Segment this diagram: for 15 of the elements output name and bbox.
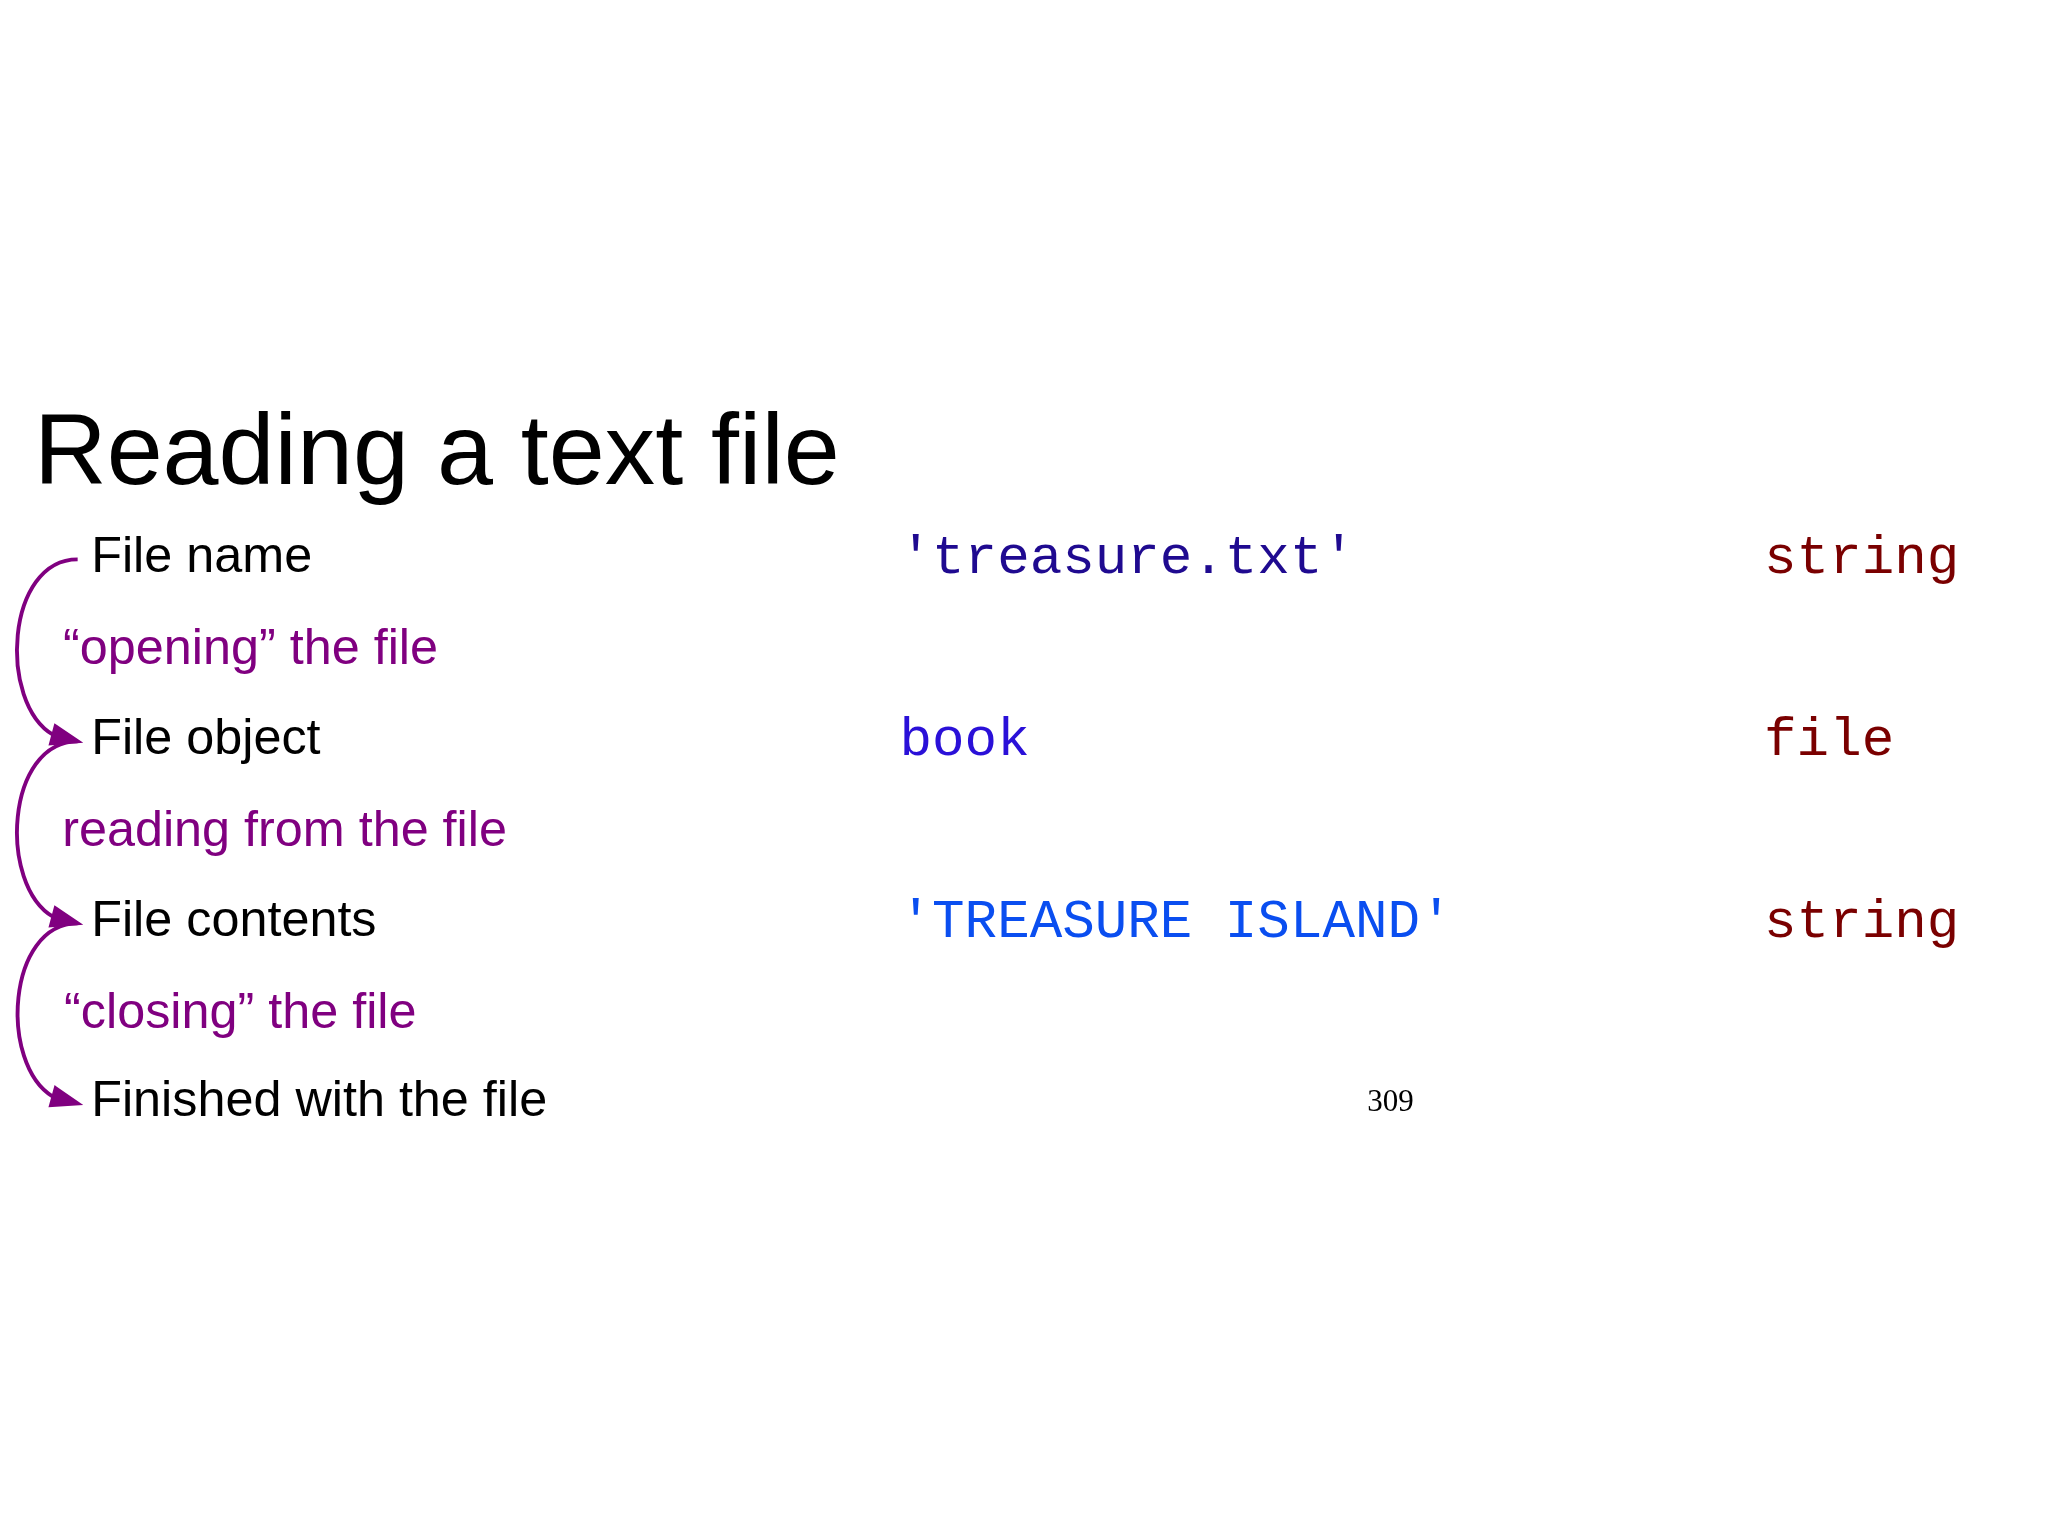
- edge-label: “closing” the file: [64, 981, 417, 1039]
- label: 309: [1367, 1082, 1414, 1118]
- label: 'TREASURE ISLAND': [899, 891, 1453, 953]
- edge-label: “opening” the file: [63, 617, 439, 675]
- label: book: [899, 709, 1030, 771]
- label: 'treasure.txt': [899, 527, 1355, 589]
- edge-label: reading from the file: [62, 799, 507, 857]
- node-text: File contents: [91, 889, 377, 947]
- diagram-title: Reading a text file: [33, 393, 840, 506]
- node-text: File name: [91, 525, 313, 583]
- node-text: Finished with the file: [91, 1069, 548, 1127]
- node-text: File object: [91, 707, 321, 765]
- label: string: [1764, 527, 1960, 589]
- label: file: [1764, 709, 1895, 771]
- label: string: [1764, 891, 1960, 953]
